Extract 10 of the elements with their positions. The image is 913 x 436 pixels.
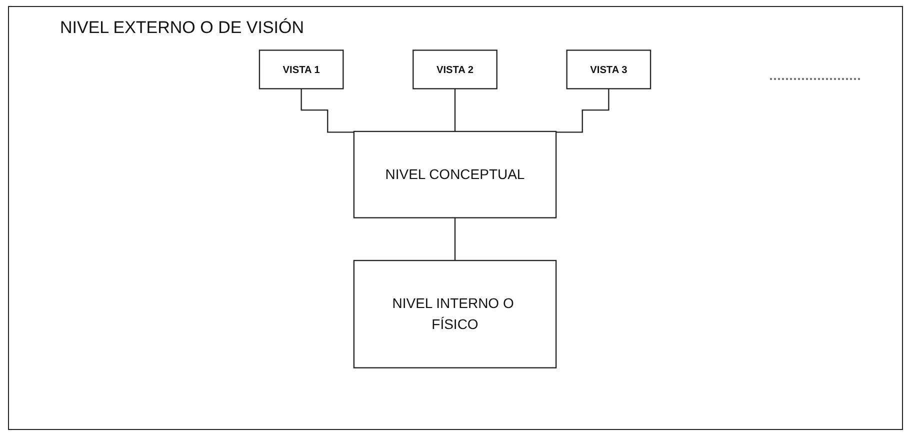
node-box: VISTA 3 [566,50,652,90]
node-box: VISTA 1 [258,50,344,90]
connector [300,88,354,133]
connector [454,217,456,262]
node-box: NIVEL CONCEPTUAL [353,130,557,218]
node-box: NIVEL INTERNO O FÍSICO [353,260,557,368]
diagram-title: NIVEL EXTERNO O DE VISIÓN [60,18,304,38]
connector [556,88,610,133]
node-box: VISTA 2 [412,50,498,90]
connector [454,88,456,132]
